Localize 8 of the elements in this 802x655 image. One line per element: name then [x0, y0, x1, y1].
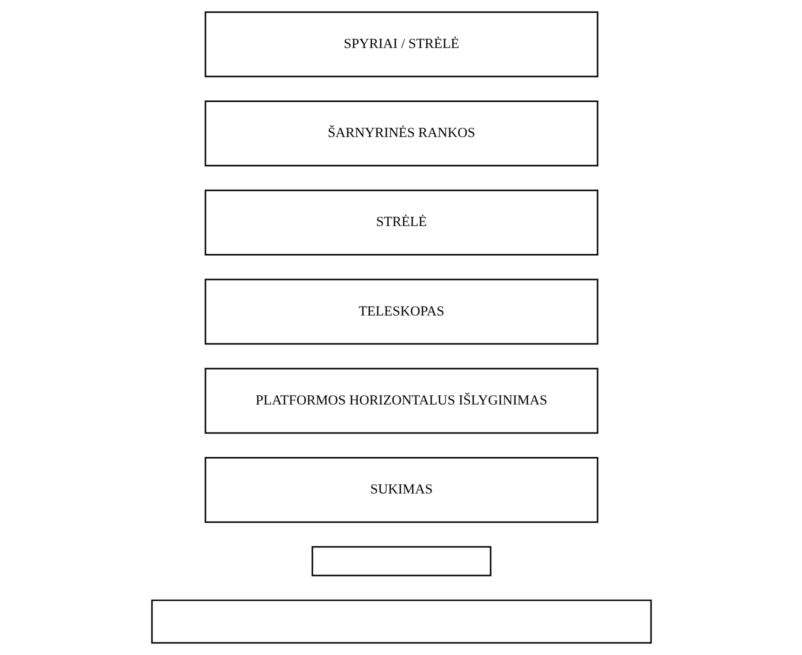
node-box: SPYRIAI / STRĖLĖ	[204, 11, 598, 78]
node-box	[311, 546, 491, 576]
node-box	[150, 600, 652, 644]
node-box: SUKIMAS	[204, 456, 598, 523]
node-box: ŠARNYRINĖS RANKOS	[204, 100, 598, 166]
node-box: PLATFORMOS HORIZONTALUS IŠLYGINIMAS	[204, 368, 598, 434]
node-box: STRĖLĖ	[204, 190, 598, 256]
node-box: TELESKOPAS	[204, 278, 598, 345]
